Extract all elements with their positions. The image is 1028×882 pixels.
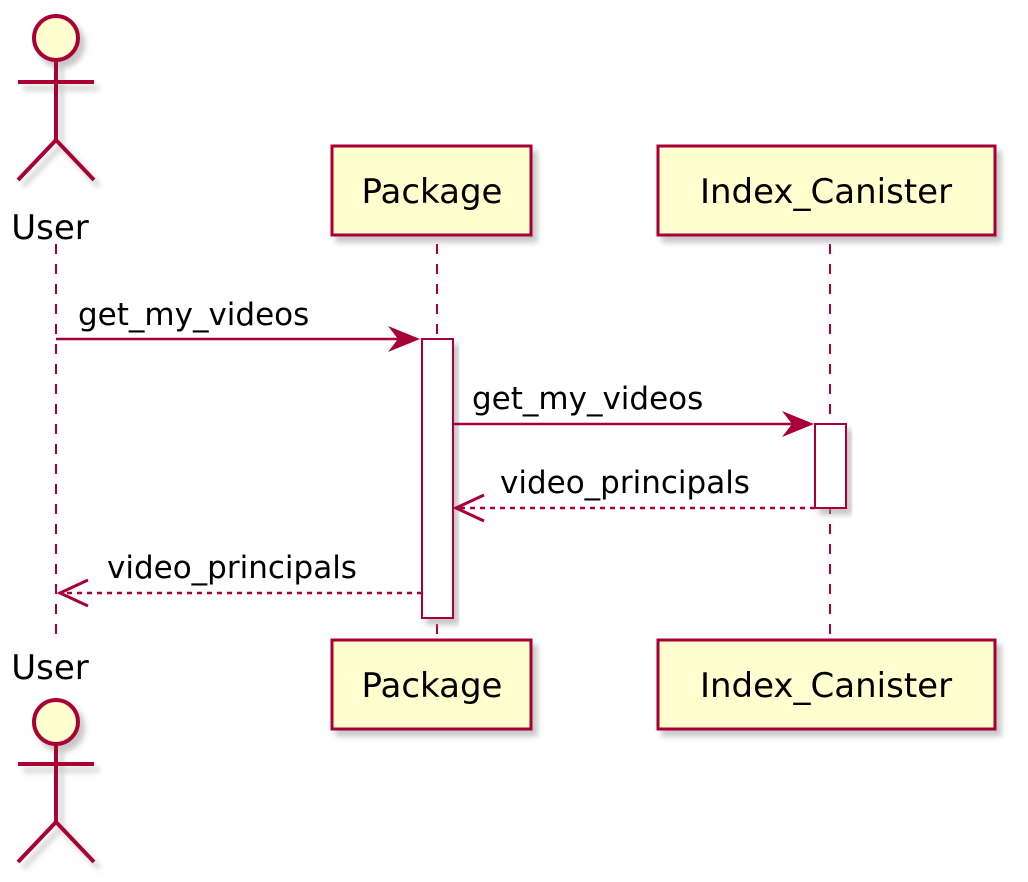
participant-index-canister-top-label: Index_Canister	[700, 172, 952, 212]
participant-index-canister-bottom	[656, 638, 997, 731]
activation-bar-package	[421, 338, 454, 619]
participant-package-top	[330, 144, 533, 237]
actor-user-bottom-icon	[16, 698, 96, 864]
message-label-3: video_principals	[500, 465, 750, 501]
arrowhead-2-icon	[782, 411, 814, 437]
participant-package-top-label: Package	[362, 172, 503, 212]
arrowhead-1-icon	[388, 326, 420, 352]
arrowhead-3-icon	[452, 493, 485, 523]
message-label-1: get_my_videos	[78, 297, 309, 333]
arrowhead-4-icon	[56, 578, 89, 608]
participant-index-canister-top	[656, 144, 997, 237]
actor-user-top-label: User	[11, 208, 89, 248]
actor-user-top-icon	[16, 14, 96, 182]
actor-user-bottom-label: User	[11, 648, 89, 688]
activation-bar-index-canister	[814, 423, 847, 509]
message-label-2: get_my_videos	[472, 381, 703, 417]
message-label-4: video_principals	[107, 550, 357, 586]
participant-index-canister-bottom-label: Index_Canister	[700, 666, 952, 706]
participant-package-bottom	[330, 638, 533, 731]
participant-package-bottom-label: Package	[362, 666, 503, 706]
